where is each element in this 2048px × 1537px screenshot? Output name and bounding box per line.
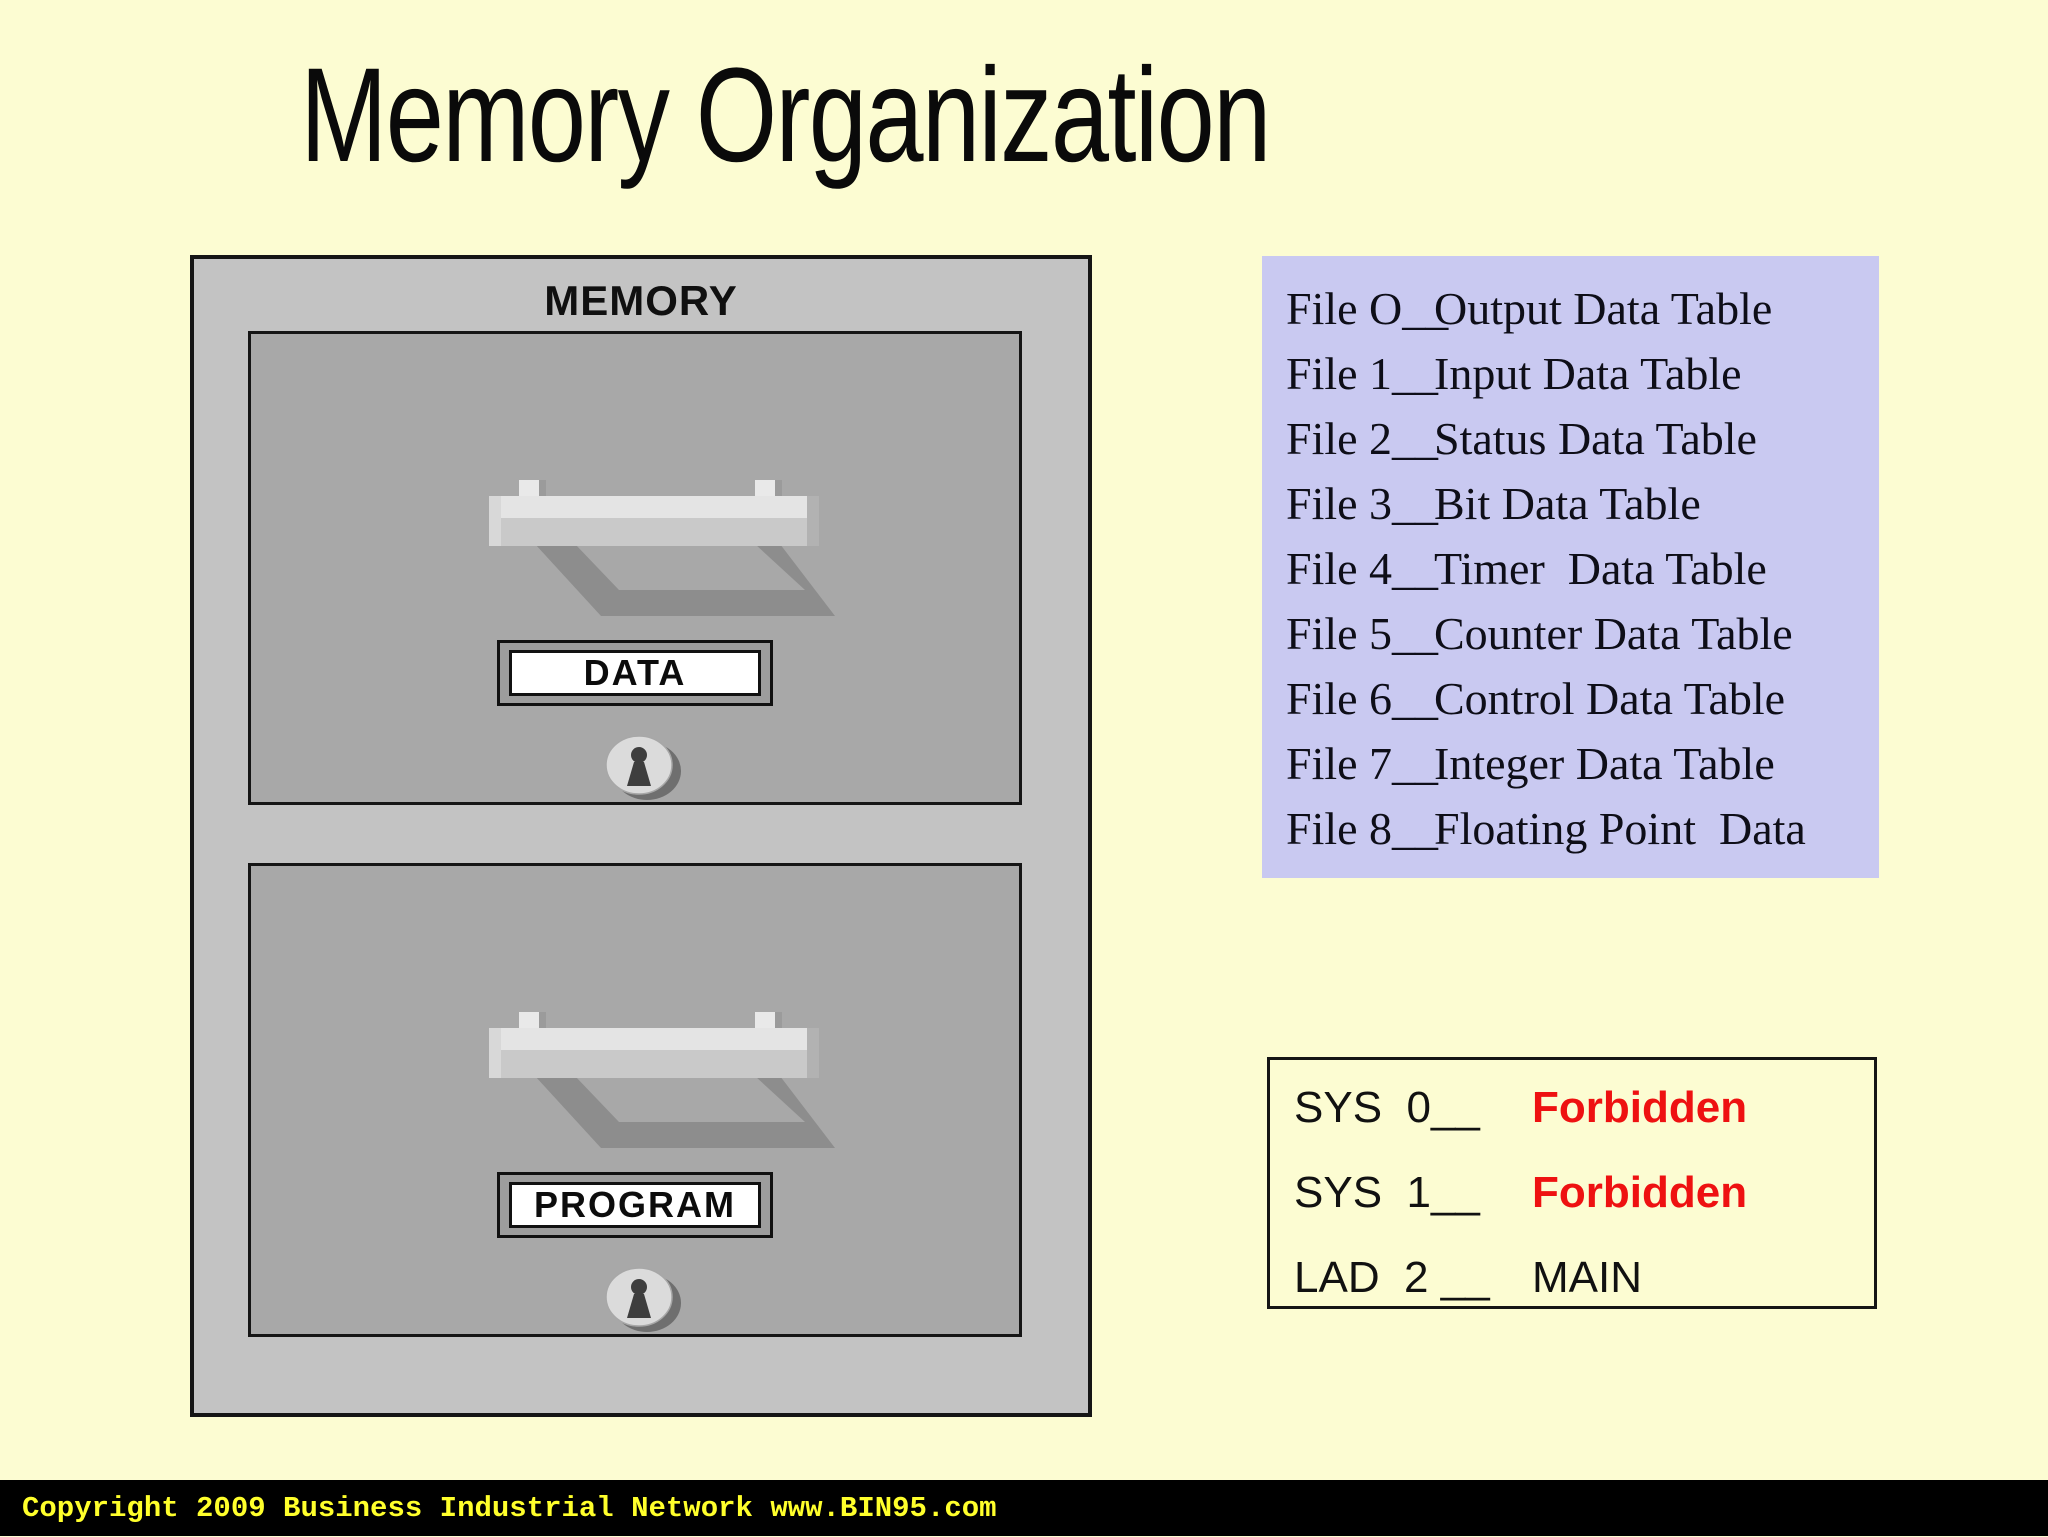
- sys-value: MAIN: [1532, 1253, 1642, 1302]
- memory-cabinet: MEMORY DATA: [190, 255, 1092, 1417]
- sys-row: LAD 2 __ MAIN: [1294, 1250, 1874, 1306]
- keyhole-lock-icon: [605, 735, 681, 800]
- sys-value: Forbidden: [1532, 1083, 1748, 1132]
- file-id: File 6__: [1286, 673, 1439, 724]
- file-id: File 8__: [1286, 803, 1439, 854]
- file-table-row: File 7__ Integer Data Table: [1286, 731, 1879, 796]
- drawer-label: PROGRAM: [534, 1184, 736, 1225]
- file-name: Output Data Table: [1434, 283, 1773, 334]
- page-title: Memory Organization: [300, 41, 1271, 190]
- file-id: File 5__: [1286, 608, 1439, 659]
- drawer-label-plate: PROGRAM: [497, 1172, 773, 1238]
- copyright-bar: Copyright 2009 Business Industrial Netwo…: [0, 1480, 2048, 1536]
- file-table-row: File 6__ Control Data Table: [1286, 666, 1879, 731]
- sys-files-box: SYS 0__ Forbidden SYS 1__ Forbidden LAD …: [1267, 1057, 1877, 1309]
- file-name: Control Data Table: [1434, 673, 1786, 724]
- file-table-row: File 5__ Counter Data Table: [1286, 601, 1879, 666]
- file-name: Integer Data Table: [1434, 738, 1775, 789]
- cabinet-title: MEMORY: [544, 277, 738, 324]
- drawer-data: DATA: [248, 331, 1022, 805]
- file-id: File 2__: [1286, 413, 1439, 464]
- file-table: File O__ Output Data Table File 1__ Inpu…: [1262, 256, 1879, 878]
- file-id: File O__: [1286, 283, 1449, 334]
- file-table-row: File 1__ Input Data Table: [1286, 341, 1879, 406]
- sys-row: SYS 0__ Forbidden: [1294, 1080, 1874, 1136]
- drawer-label: DATA: [583, 652, 687, 693]
- drawer-label-card: DATA: [509, 650, 761, 696]
- file-name: Input Data Table: [1434, 348, 1742, 399]
- sys-id: SYS 0__: [1294, 1083, 1480, 1132]
- drawer-label-plate: DATA: [497, 640, 773, 706]
- sys-id: SYS 1__: [1294, 1168, 1480, 1217]
- drawer-label-card: PROGRAM: [509, 1182, 761, 1228]
- sys-row: SYS 1__ Forbidden: [1294, 1165, 1874, 1221]
- file-name: Timer Data Table: [1434, 543, 1767, 594]
- file-table-row: File 8__ Floating Point Data: [1286, 796, 1879, 861]
- file-table-row: File 2__ Status Data Table: [1286, 406, 1879, 471]
- file-id: File 4__: [1286, 543, 1439, 594]
- file-id: File 1__: [1286, 348, 1439, 399]
- drawer-handle-icon: [489, 1012, 835, 1148]
- drawer-program: PROGRAM: [248, 863, 1022, 1337]
- file-name: Status Data Table: [1434, 413, 1757, 464]
- file-table-row: File 3__ Bit Data Table: [1286, 471, 1879, 536]
- file-name: Counter Data Table: [1434, 608, 1793, 659]
- keyhole-lock-icon: [605, 1267, 681, 1332]
- file-table-row: File O__ Output Data Table: [1286, 276, 1879, 341]
- drawer-handle-icon: [489, 480, 835, 616]
- sys-value: Forbidden: [1532, 1168, 1748, 1217]
- sys-id: LAD 2 __: [1294, 1253, 1490, 1302]
- file-id: File 3__: [1286, 478, 1439, 529]
- copyright-text: Copyright 2009 Business Industrial Netwo…: [22, 1492, 997, 1525]
- file-name: Floating Point Data: [1434, 803, 1806, 854]
- file-name: Bit Data Table: [1434, 478, 1701, 529]
- file-table-row: File 4__ Timer Data Table: [1286, 536, 1879, 601]
- file-id: File 7__: [1286, 738, 1439, 789]
